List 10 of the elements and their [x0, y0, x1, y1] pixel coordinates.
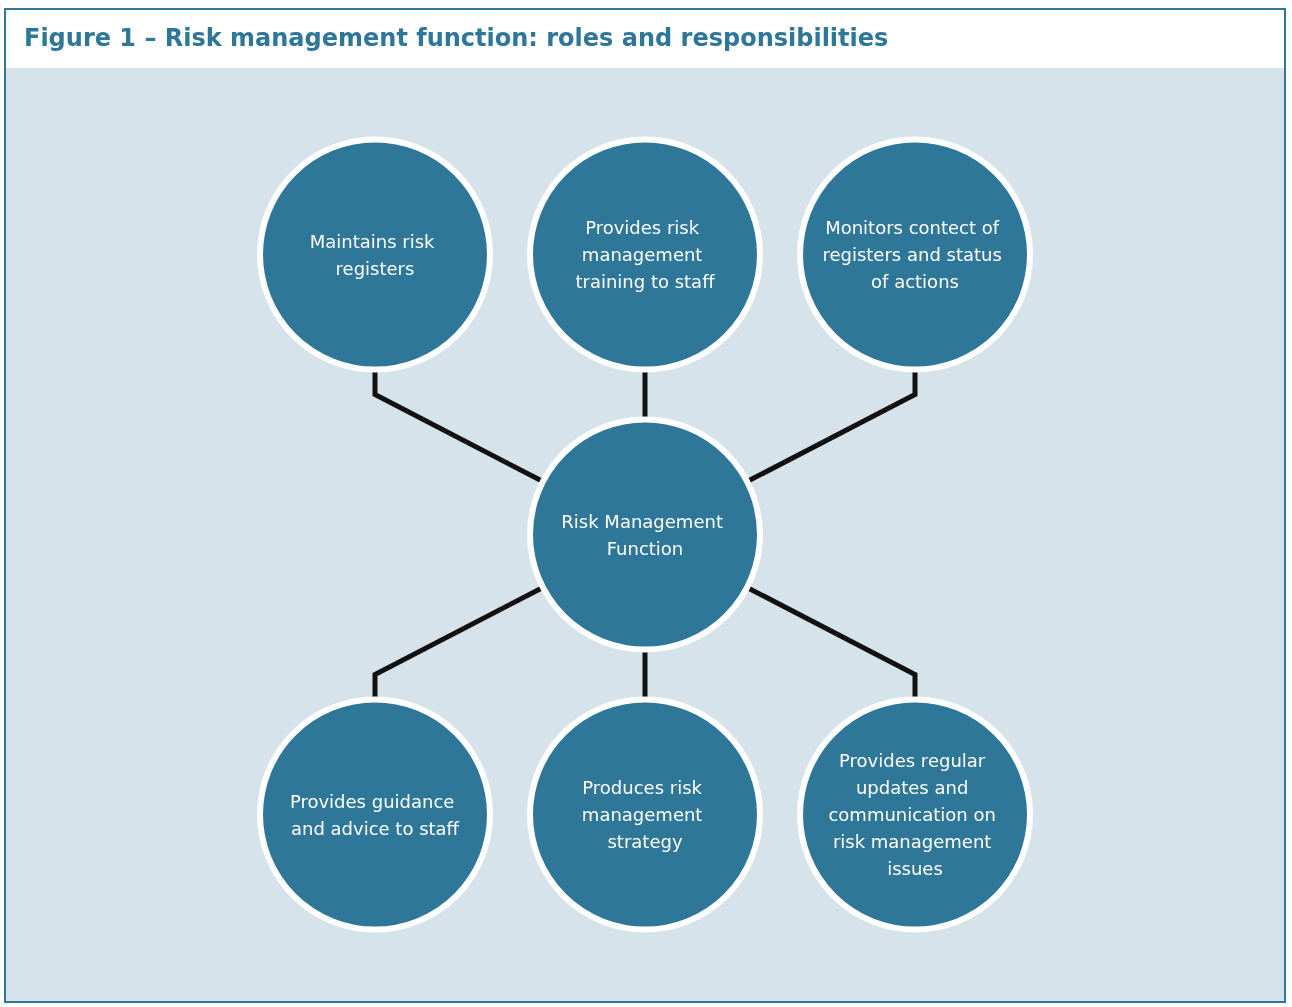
node-circle: Provides regular updates and communication on risk management issues — [797, 696, 1033, 933]
node-circle: Monitors contect of registers and status of actions — [797, 136, 1033, 373]
connector — [642, 369, 648, 420]
node-circle: Provides guidance and advice to staff — [257, 696, 493, 933]
node-circle: Risk Management Function — [527, 416, 763, 653]
node-circle: Produces risk management strategy — [527, 696, 763, 933]
node-circle: Maintains risk registers — [257, 136, 493, 373]
connector — [642, 649, 648, 700]
node-circle: Provides risk management training to staff — [527, 136, 763, 373]
figure-title: Figure 1 – Risk management function: roles and responsibilities — [6, 10, 1284, 68]
